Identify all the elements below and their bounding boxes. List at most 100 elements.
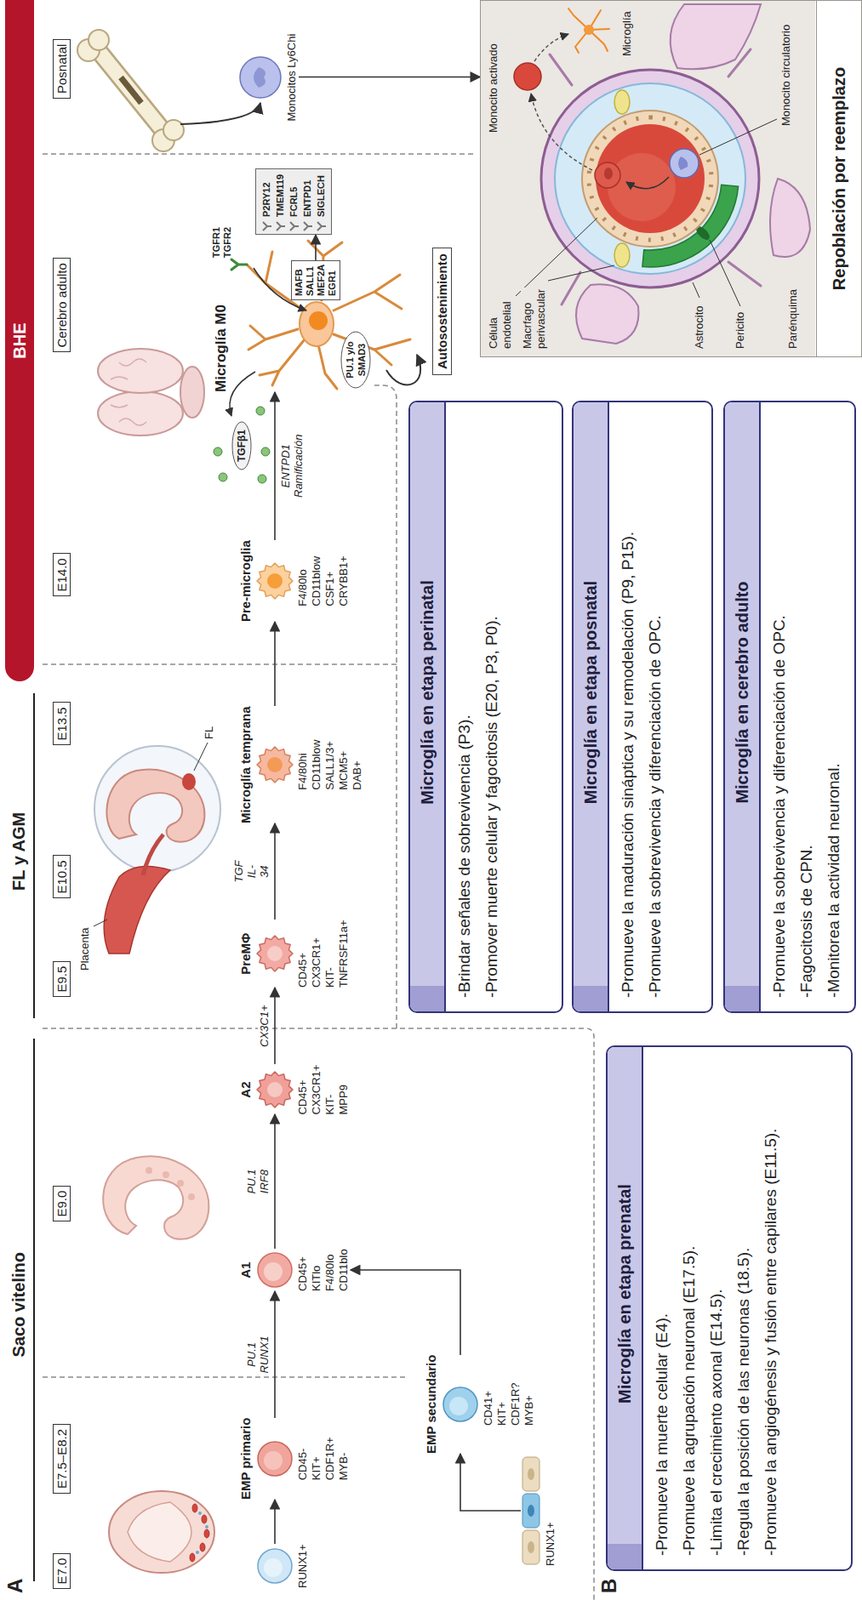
illustration-part	[728, 49, 751, 77]
illustration-part	[95, 46, 167, 136]
info-item: -Promueve la muerte celular (E4).	[648, 1061, 676, 1557]
connector-line	[274, 392, 276, 541]
edge-label: CX3C1+	[257, 1004, 271, 1051]
illustration-part	[33, 1038, 35, 1582]
edge-label: TGF IL-34	[232, 859, 271, 885]
illustration-part	[576, 4, 811, 344]
note-box: Autosostenimiento	[432, 247, 452, 376]
cell-node: RUNX1+	[253, 1544, 310, 1589]
factor-box: MAFB SALL1 MEF2A EGR1	[291, 260, 341, 301]
stage-box: E13.5	[52, 702, 71, 746]
annotation-label: FL	[202, 726, 217, 740]
illustration-part	[576, 284, 640, 344]
info-item: -Monitorea la actividad neuronal.	[820, 416, 848, 999]
marker-list: CD41+ KIT+ CDF1R? MYB+	[481, 1383, 537, 1428]
receptor-symbol	[276, 222, 286, 231]
marker-list: CD45+ CX3CR1+ KIT- TNFRSF11a+	[296, 919, 351, 988]
annotation-label: Astrocito	[692, 303, 707, 351]
illustration-part	[188, 1193, 195, 1201]
marker-list: CD45+ CX3CR1+ KIT- MPP9	[296, 1065, 351, 1116]
illustration-part	[94, 746, 221, 873]
info-item: -Promueve la agrupación neuronal (E17.5)…	[675, 1061, 703, 1557]
cell-shape	[238, 55, 283, 100]
illustration-part	[194, 742, 208, 771]
info-item: -Promover muerte celular y fagocitosis (…	[478, 416, 506, 999]
monocyte-node: Monocitos Ly6Chi	[238, 34, 299, 122]
cell-node: Microglía tempranaF4/80hi CD11blow SALL1…	[238, 706, 365, 824]
cell-name: A1	[238, 1249, 254, 1292]
illustration-part	[595, 124, 705, 234]
illustration-part	[257, 474, 267, 484]
illustration-part	[192, 1504, 198, 1513]
illustration-part	[120, 77, 142, 103]
connector-line	[314, 234, 317, 261]
info-title: Microglía en cerebro adulto	[731, 411, 753, 975]
cell-node: A2CD45+ CX3CR1+ KIT- MPP9	[238, 1065, 351, 1116]
cell-icon	[256, 562, 294, 600]
cell-icon	[256, 935, 294, 973]
info-header: Microglía en etapa posnatal	[573, 402, 610, 1012]
illustration-part	[669, 148, 699, 178]
cell-title: Microglía M0	[212, 304, 230, 393]
info-header: Microglía en cerebro adulto	[724, 402, 761, 1012]
note-text: Autosostenimiento	[434, 253, 450, 370]
illustration-part	[530, 93, 593, 171]
illustration-part	[195, 1512, 209, 1555]
connector-arrow	[298, 76, 480, 78]
shape	[267, 946, 283, 962]
illustration-part	[678, 156, 688, 171]
shape	[522, 1457, 540, 1492]
illustration-part	[728, 262, 761, 286]
illustration-part	[231, 259, 247, 270]
cell-node: EMP primarioCD45- KIT+ CDF1R+ MYB-	[238, 1418, 351, 1501]
shape	[263, 1451, 283, 1471]
connector-line	[274, 1291, 276, 1419]
illustration-part	[231, 240, 421, 389]
factor-list: MAFB SALL1 MEF2A EGR1	[293, 264, 338, 297]
illustration-part	[108, 1491, 215, 1574]
illustration-part	[248, 325, 298, 350]
illustration-part	[142, 834, 164, 876]
info-title: Microglía en etapa posnatal	[580, 411, 601, 975]
info-title: Microglía en etapa prenatal	[614, 1056, 635, 1533]
illustration-part	[201, 1515, 207, 1525]
annotation-label: Célula endotelial	[486, 299, 514, 351]
shape	[522, 1530, 540, 1565]
annotation-label: Macrfago perivascular	[520, 287, 549, 351]
shape	[267, 1082, 283, 1098]
annotation-label: Monocito circulatorio	[779, 22, 794, 128]
stage-box: E9.5	[52, 961, 71, 999]
endothelium-node: RUNX1+	[520, 1455, 558, 1567]
stage-box: E14.0	[52, 553, 71, 597]
illustration-part	[594, 162, 621, 189]
illustration-part	[246, 240, 411, 389]
info-item: -Limita el crecimiento axonal (E14.5).	[702, 1061, 731, 1557]
cell-node: Pre-microgliaF4/80lo CD11blow CSF1+ CRYB…	[238, 540, 351, 623]
shape	[256, 936, 293, 972]
shape	[239, 57, 281, 98]
receptor-symbol	[317, 222, 326, 231]
connector-line	[298, 76, 480, 79]
receptor-symbol	[262, 222, 272, 231]
shape	[263, 1558, 283, 1578]
illustration-part	[95, 46, 167, 136]
cell-icon	[256, 1547, 294, 1586]
illustration-part	[583, 24, 594, 35]
cell-shape	[256, 1071, 294, 1109]
endothelium-shape	[520, 1455, 542, 1567]
stage-label: E10.5	[54, 860, 69, 894]
illustration-part	[374, 385, 397, 1029]
illustration-part	[163, 119, 184, 141]
cell-icon	[256, 1071, 294, 1109]
factor-name: PU.1 y/o SMAD3	[340, 331, 368, 389]
illustration-part	[256, 406, 265, 416]
cell-name: EMP primario	[238, 1418, 254, 1501]
connector-arrow	[274, 1291, 276, 1419]
info-item: -Promueve la angiogénesis y fusión entre…	[757, 1061, 785, 1557]
cell-shape	[441, 1386, 480, 1424]
illustration-part	[549, 54, 572, 86]
header-tab	[607, 1544, 642, 1570]
info-item: -Fagocitosis de CPN.	[793, 416, 821, 999]
shape	[256, 563, 293, 600]
annotation-label: Parénquima	[786, 287, 800, 351]
